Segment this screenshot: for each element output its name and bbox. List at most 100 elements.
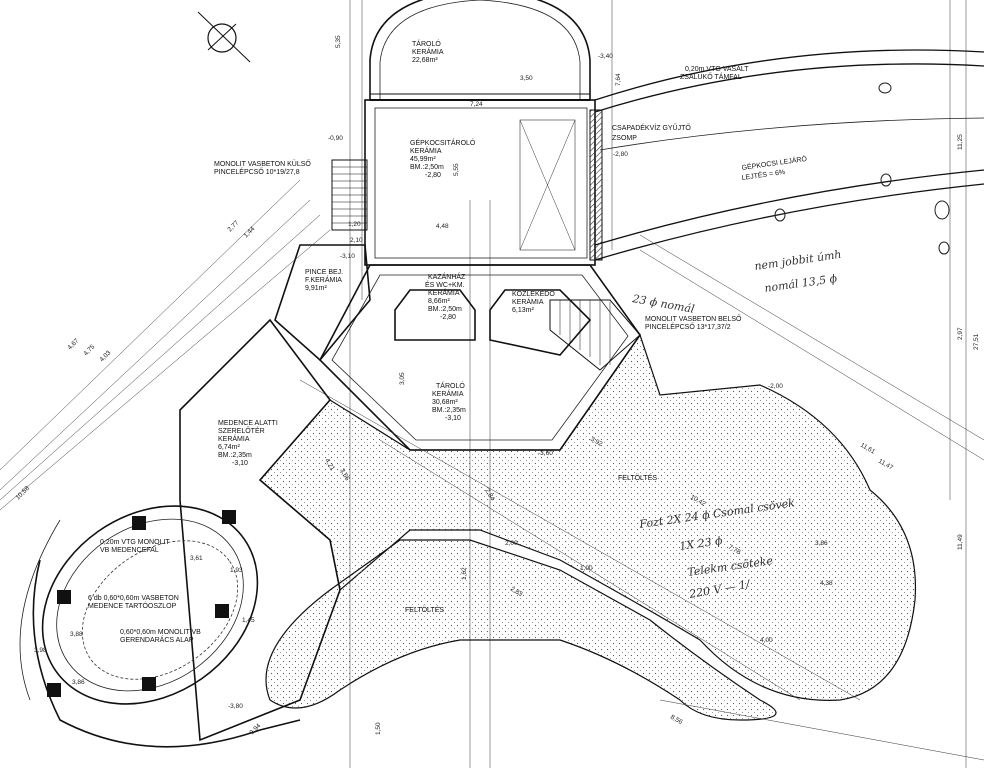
label-fill-area-2: FELTÖLTÉS	[405, 605, 444, 614]
handwritten-note-2: nomál 13,5 ϕ	[764, 272, 839, 295]
room-label-garage: GÉPKOCSITÁROLÓ KERÁMIA 45,99m² BM.:2,50m…	[410, 138, 476, 179]
svg-text:8,56: 8,56	[669, 714, 684, 727]
svg-text:4,00: 4,00	[760, 637, 773, 644]
svg-text:KÖZLEKEDŐ: KÖZLEKEDŐ	[512, 289, 555, 298]
north-arrow-icon	[197, 11, 251, 63]
svg-text:MONOLIT VASBETON BELSŐ: MONOLIT VASBETON BELSŐ	[645, 314, 742, 323]
diagonal-dimension-lines	[0, 179, 984, 761]
room-label-pool-machine-room: MEDENCE ALATTI SZERELŐTÉR KERÁMIA 6,74m²…	[218, 420, 278, 467]
note-outer-stair: MONOLIT VASBETON KÜLSŐ PINCELÉPCSŐ 10*19…	[214, 159, 311, 176]
svg-text:-2,00: -2,00	[768, 383, 783, 390]
room-label-storage-top: TÁROLÓ KERÁMIA 22,68m²	[412, 39, 444, 64]
svg-text:1,62: 1,62	[461, 567, 468, 580]
pool-structure	[19, 505, 301, 748]
note-pool-beam-grid: 0,60*0,60m MONOLIT VB GERENDARÁCS ALAP	[120, 629, 201, 644]
svg-text:2,00: 2,00	[505, 540, 518, 547]
svg-text:KERÁMIA: KERÁMIA	[412, 47, 444, 56]
note-rainwater-sump: CSAPADÉKVÍZ GYŰJTŐ ZSOMP	[612, 123, 691, 142]
svg-text:PINCE BEJ.: PINCE BEJ.	[305, 269, 343, 276]
dimension-labels: 5,35 -3,40 7,64 3,50 7,24 -0,90 4,48 5,5…	[14, 35, 980, 736]
svg-text:1,20: 1,20	[348, 221, 361, 228]
note-retaining-wall: 0,20m VTG VASALT ZSALUKŐ TÁMFAL	[680, 66, 749, 81]
svg-text:5,35: 5,35	[335, 35, 342, 48]
svg-text:5,55: 5,55	[453, 163, 460, 176]
note-pool-columns: 6 db 0,60*0,60m VASBETON MEDENCE TARTÓOS…	[88, 595, 179, 610]
pool-machine-room-outline	[179, 318, 341, 742]
svg-text:7,24: 7,24	[470, 101, 483, 108]
room-label-boiler: KAZÁNHÁZ ÉS WC+KM. KERÁMIA 8,66m² BM.:2,…	[425, 272, 466, 321]
svg-text:MEDENCE ALATTI: MEDENCE ALATTI	[218, 420, 278, 427]
svg-text:3,88: 3,88	[70, 631, 83, 638]
note-pool-wall: 0,20m VTG MONOLIT VB MEDENCEFAL	[100, 539, 170, 554]
svg-text:SZERELŐTÉR: SZERELŐTÉR	[218, 426, 265, 435]
svg-text:3,86: 3,86	[815, 540, 828, 547]
svg-text:11,61: 11,61	[859, 442, 877, 456]
svg-text:KERÁMIA: KERÁMIA	[432, 389, 464, 398]
svg-text:0,60*0,60m MONOLIT VB: 0,60*0,60m MONOLIT VB	[120, 629, 201, 636]
svg-text:8,66m²: 8,66m²	[428, 298, 450, 305]
outer-cellar-stair	[331, 159, 368, 231]
note-inner-stair: MONOLIT VASBETON BELSŐ PINCELÉPCSŐ 13*17…	[645, 314, 742, 331]
svg-text:CSAPADÉKVÍZ GYŰJTŐ: CSAPADÉKVÍZ GYŰJTŐ	[612, 123, 691, 132]
note-driveway: GÉPKOCSI LEJÁRÓ LEJTÉS = 6%	[741, 154, 808, 182]
driveway-ramp	[594, 49, 984, 261]
svg-text:-3,40: -3,40	[598, 53, 613, 60]
svg-text:-3,60: -3,60	[538, 450, 553, 457]
inner-cellar-stair	[549, 299, 641, 371]
svg-text:BM.:2,35m: BM.:2,35m	[218, 452, 252, 459]
svg-text:6,74m²: 6,74m²	[218, 444, 240, 451]
svg-text:7,64: 7,64	[615, 73, 622, 86]
svg-text:2,97: 2,97	[957, 327, 964, 340]
room-label-corridor: KÖZLEKEDŐ KERÁMIA 6,13m²	[512, 289, 555, 314]
svg-text:4,48: 4,48	[436, 223, 449, 230]
svg-text:22,68m²: 22,68m²	[412, 57, 438, 64]
svg-text:F.KERÁMIA: F.KERÁMIA	[305, 275, 342, 284]
svg-text:2,77: 2,77	[226, 219, 240, 233]
svg-text:-2,80: -2,80	[613, 151, 628, 158]
svg-text:3,98: 3,98	[34, 647, 47, 654]
svg-text:11,49: 11,49	[957, 534, 964, 550]
svg-text:4,75: 4,75	[82, 343, 96, 357]
svg-text:KERÁMIA: KERÁMIA	[428, 288, 460, 297]
cellar-entrance-outline	[274, 244, 371, 362]
svg-text:3,86: 3,86	[72, 679, 85, 686]
svg-text:3,50: 3,50	[520, 75, 533, 82]
svg-text:11,47: 11,47	[877, 458, 895, 472]
svg-text:-2,80: -2,80	[440, 314, 456, 321]
svg-text:VB MEDENCEFAL: VB MEDENCEFAL	[100, 547, 159, 554]
svg-text:-3,10: -3,10	[445, 415, 461, 422]
svg-text:3,05: 3,05	[399, 372, 406, 385]
handwritten-note-5: 1X 23 ϕ	[679, 534, 724, 553]
svg-text:11,25: 11,25	[957, 134, 964, 150]
handwritten-note-3: 23 ϕ nomál	[630, 292, 695, 316]
svg-text:1,93: 1,93	[230, 567, 243, 574]
svg-text:0,20m VTG MONOLIT: 0,20m VTG MONOLIT	[100, 539, 170, 546]
svg-text:45,99m²: 45,99m²	[410, 156, 436, 163]
svg-text:6,13m²: 6,13m²	[512, 307, 534, 314]
svg-text:27,51: 27,51	[973, 333, 980, 350]
svg-text:3,61: 3,61	[190, 555, 203, 562]
svg-text:1,44: 1,44	[242, 225, 256, 239]
room-label-storage-mid: TÁROLÓ KERÁMIA 30,68m² BM.:2,35m -3,10	[432, 381, 466, 422]
svg-text:9,91m²: 9,91m²	[305, 285, 327, 292]
svg-text:-0,90: -0,90	[328, 135, 343, 142]
svg-text:4,03: 4,03	[98, 349, 112, 363]
handwritten-note-1: nem jobbit úmh	[754, 248, 843, 273]
svg-text:BM.:2,50m: BM.:2,50m	[428, 306, 462, 313]
svg-text:MEDENCE TARTÓOSZLOP: MEDENCE TARTÓOSZLOP	[88, 601, 177, 610]
svg-text:PINCELÉPCSŐ 10*19/27,8: PINCELÉPCSŐ 10*19/27,8	[214, 167, 300, 176]
svg-text:KERÁMIA: KERÁMIA	[410, 146, 442, 155]
svg-text:MONOLIT VASBETON KÜLSŐ: MONOLIT VASBETON KÜLSŐ	[214, 159, 311, 168]
svg-text:4,38: 4,38	[820, 580, 833, 587]
svg-text:-2,80: -2,80	[425, 172, 441, 179]
svg-text:4,67: 4,67	[66, 337, 80, 351]
room-label-cellar-entrance: PINCE BEJ. F.KERÁMIA 9,91m²	[305, 269, 343, 292]
svg-text:1,45: 1,45	[242, 617, 255, 624]
svg-text:ZSOMP: ZSOMP	[612, 135, 637, 142]
svg-text:6 db 0,60*0,60m VASBETON: 6 db 0,60*0,60m VASBETON	[88, 595, 179, 602]
svg-text:TÁROLÓ: TÁROLÓ	[436, 381, 465, 390]
svg-text:-3,10: -3,10	[232, 460, 248, 467]
svg-text:-3,10: -3,10	[340, 253, 355, 260]
svg-text:2,10: 2,10	[350, 237, 363, 244]
